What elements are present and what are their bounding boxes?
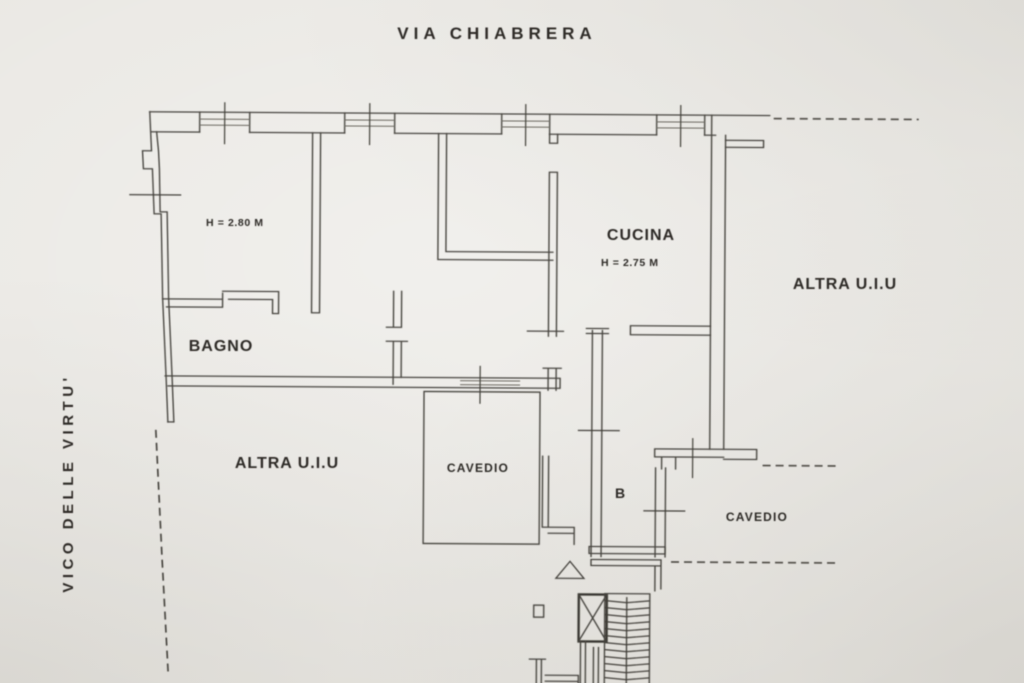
staircase-icon xyxy=(603,592,651,683)
plan-labels: VIA CHIABRERA VICO DELLE VIRTU' H = 2.80… xyxy=(60,24,897,593)
cucina-walls xyxy=(629,114,765,450)
label-altra-uiu-left: ALTRA U.I.U xyxy=(235,455,339,472)
plan-drawing xyxy=(129,102,919,683)
cavedio-left-shaft xyxy=(422,390,575,546)
triangle-marker-icon xyxy=(554,560,586,580)
bagno-walls xyxy=(161,290,409,385)
street-label-top: VIA CHIABRERA xyxy=(397,24,596,43)
street-label-left: VICO DELLE VIRTU' xyxy=(60,373,77,592)
pillar-marker xyxy=(532,604,545,618)
label-cavedio-right: CAVEDIO xyxy=(726,510,788,524)
spine-wall xyxy=(164,365,561,404)
label-room-b: B xyxy=(615,485,625,501)
top-dashed-boundary xyxy=(773,117,919,121)
right-dashed-boundaries xyxy=(671,464,840,564)
window-tick-icons xyxy=(223,102,682,148)
left-dashed-boundary xyxy=(155,429,170,676)
left-exterior-wall xyxy=(129,111,182,423)
label-cucina: CUCINA xyxy=(607,227,675,244)
exterior-top-wall xyxy=(149,111,771,136)
label-bagno: BAGNO xyxy=(189,338,254,355)
room-b-walls xyxy=(577,327,758,592)
entrance-walls xyxy=(528,560,586,683)
interior-walls-upper xyxy=(310,132,565,391)
elevator-shaft-icon xyxy=(577,593,609,683)
label-cucina-height: H = 2.75 M xyxy=(601,257,659,269)
label-room-height-left: H = 2.80 M xyxy=(206,217,264,229)
label-cavedio-left: CAVEDIO xyxy=(447,461,509,475)
label-altra-uiu-right: ALTRA U.I.U xyxy=(793,276,897,293)
